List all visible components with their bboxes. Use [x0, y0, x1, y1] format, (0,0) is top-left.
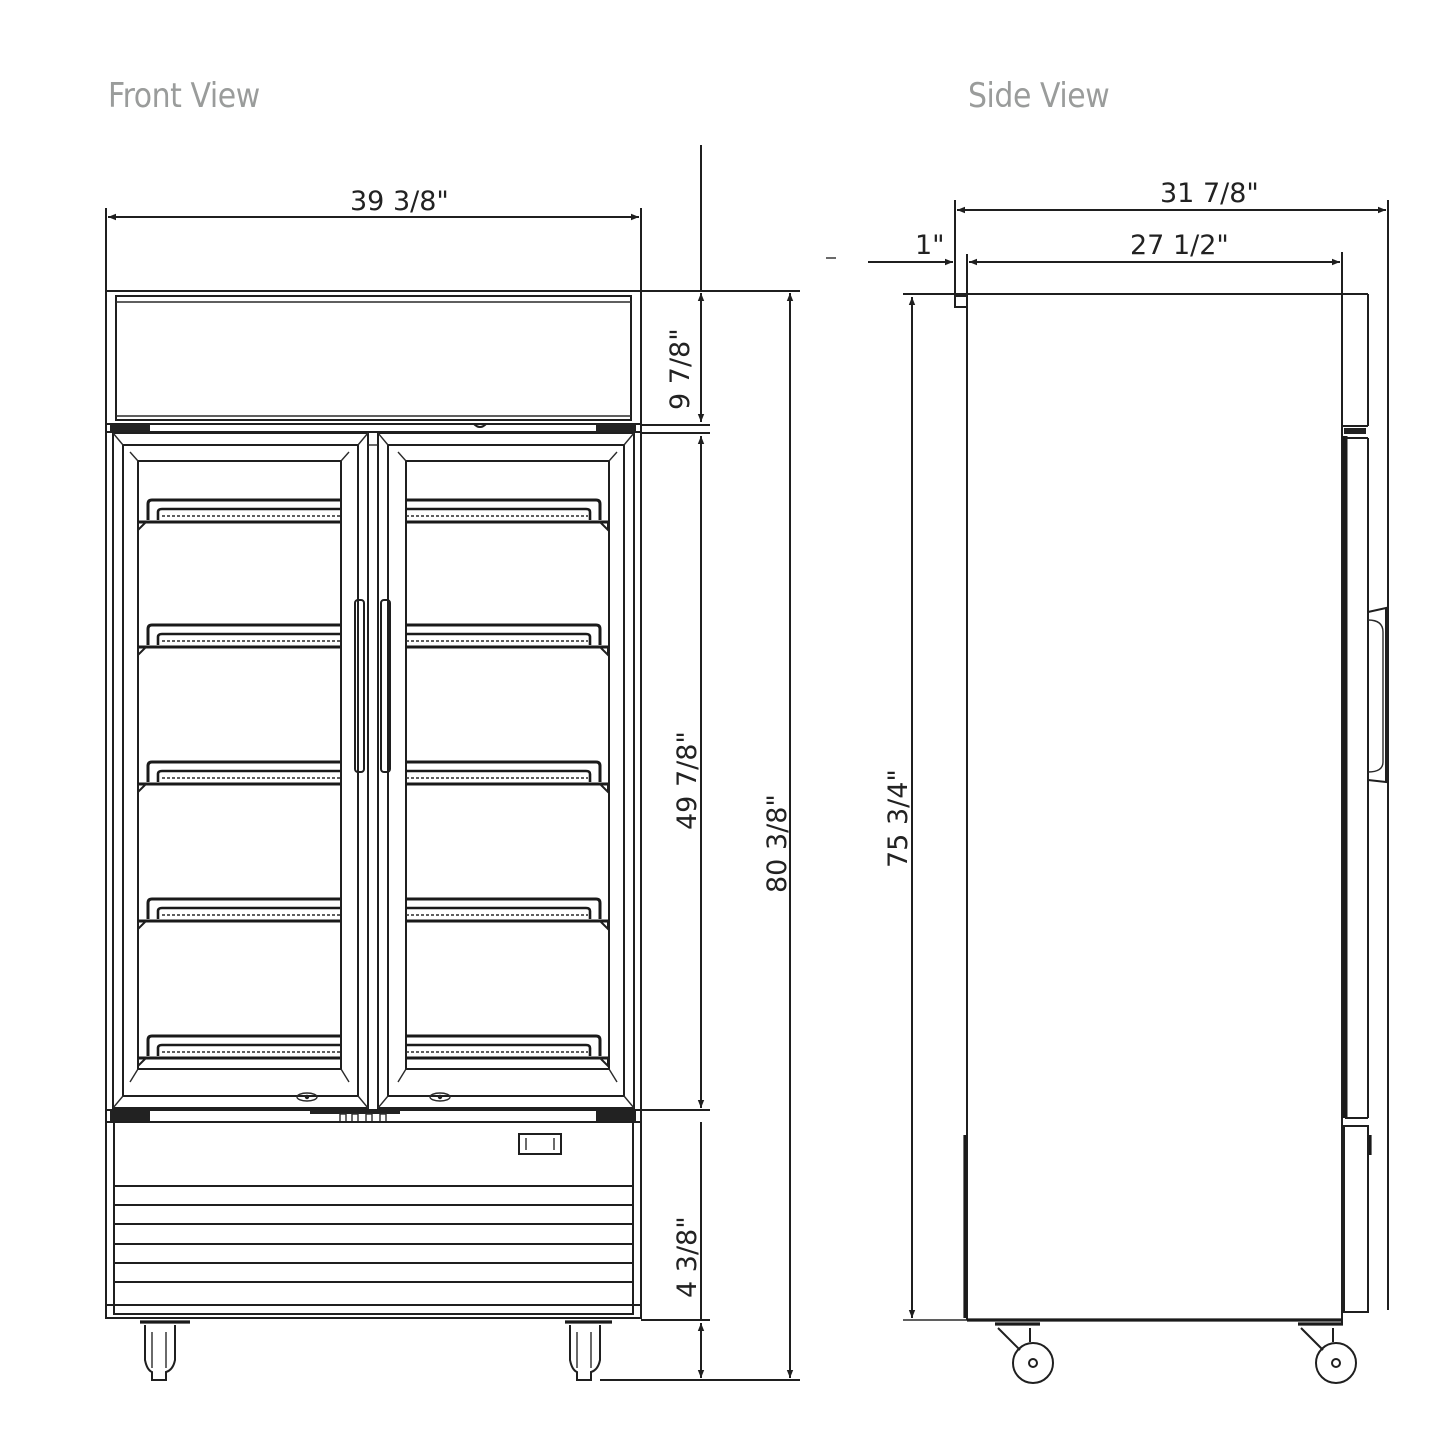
shelves	[136, 498, 610, 1068]
side-depth-dimension: 31 7/8"	[1160, 178, 1259, 209]
left-door	[112, 432, 369, 1109]
front-view-drawing: 39 3/8"	[105, 145, 800, 1381]
door-height-dimension: 49 7/8"	[672, 731, 703, 830]
base-grille	[106, 1121, 641, 1315]
side-casters	[995, 1322, 1357, 1384]
control-panel	[518, 1133, 562, 1155]
right-door	[377, 432, 635, 1109]
front-width-dimension: 39 3/8"	[350, 186, 449, 217]
side-view-title: Side View	[968, 76, 1110, 116]
base-height-dimension: 4 3/8"	[672, 1216, 703, 1298]
side-view-drawing: 31 7/8" 1" 27 1/2" 75 3/4"	[826, 178, 1389, 1384]
overall-height-dimension: 80 3/8"	[762, 794, 793, 893]
canopy-height-dimension: 9 7/8"	[665, 328, 696, 410]
door-offset-dimension: 1"	[915, 230, 945, 261]
cabinet-depth-dimension: 27 1/2"	[1130, 230, 1229, 261]
side-height-dimension: 75 3/4"	[883, 769, 914, 868]
front-view-title: Front View	[108, 76, 260, 116]
front-casters	[140, 1320, 612, 1381]
